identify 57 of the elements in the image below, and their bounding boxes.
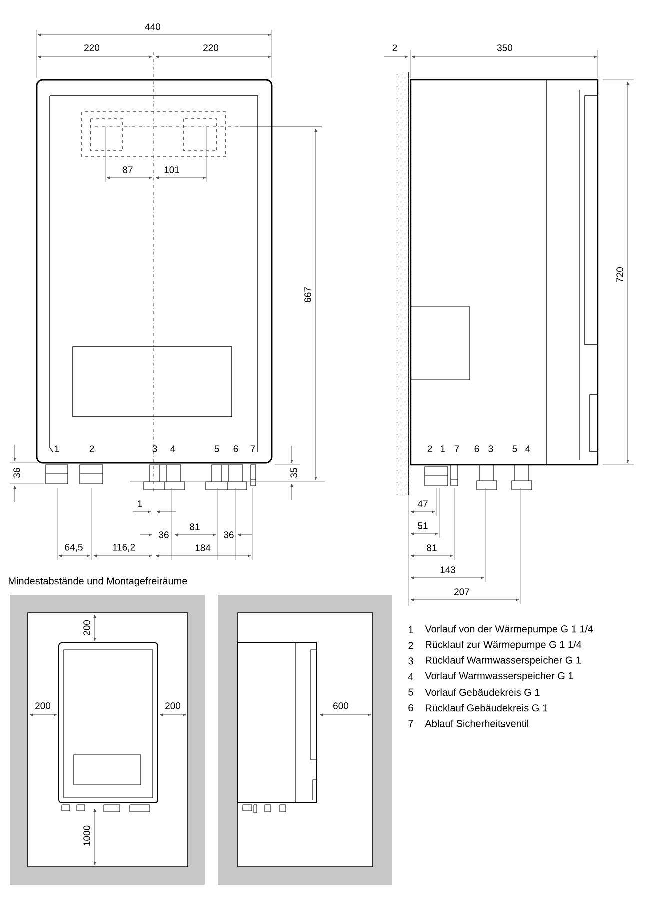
dimension-label: 35: [290, 468, 298, 478]
key-number: 4: [408, 673, 414, 680]
callout-number: 1: [441, 446, 446, 452]
callout-number: 4: [526, 446, 530, 452]
callout-number: 7: [454, 446, 460, 452]
dimension-label: 51: [418, 522, 428, 530]
key-text: Vorlauf Warmwasserspeicher G 1: [425, 672, 574, 682]
callout-number: 6: [474, 446, 480, 452]
dimension-label: 81: [427, 544, 437, 552]
clearance-label: 600: [334, 702, 349, 710]
clearance-label: 200: [84, 620, 90, 636]
clearance-label: 200: [166, 702, 181, 710]
callout-number: 1: [55, 446, 60, 452]
dimension-label: 87: [123, 166, 133, 174]
key-number: 6: [408, 704, 414, 712]
key-text: Vorlauf von der Wärmepumpe G 1 1/4: [425, 625, 594, 635]
dimension-label: 47: [418, 500, 428, 508]
dimension-label: 350: [497, 44, 513, 52]
dimension-label: 101: [164, 166, 180, 174]
key-text: Rücklauf zur Wärmepumpe G 1 1/4: [426, 640, 582, 650]
key-number: 2: [408, 642, 414, 650]
dimension-label: 2: [392, 44, 398, 52]
dimension-label: 143: [440, 566, 456, 574]
dimension-label: 1: [138, 500, 142, 508]
section-heading: Mindestabstände und Montagefreiräume: [9, 577, 188, 587]
dimension-label: 36: [159, 532, 169, 538]
dimension-label: 36: [14, 468, 20, 478]
callout-number: 2: [90, 446, 94, 452]
dimension-label: 64,5: [65, 544, 83, 552]
dimension-label: 81: [190, 524, 200, 530]
dimension-label: 720: [616, 267, 624, 282]
key-text: Ablauf Sicherheitsventil: [425, 720, 528, 728]
dimension-label: 207: [454, 588, 470, 596]
dimension-label: 667: [304, 288, 312, 302]
key-text: Rücklauf Gebäudekreis G 1: [426, 704, 548, 712]
dimension-label: 116,2: [113, 544, 136, 552]
dimension-label: 220: [204, 44, 219, 52]
clearance-label: 1000: [84, 826, 90, 846]
key-number: 1: [408, 626, 414, 634]
dimension-label: 220: [84, 44, 100, 52]
callout-number: 4: [170, 446, 176, 452]
callout-number: 3: [152, 446, 158, 452]
key-number: 3: [408, 658, 414, 665]
dimension-label: 36: [224, 532, 234, 538]
key-number: 7: [408, 720, 414, 728]
clearance-label: 200: [36, 702, 51, 710]
callout-number: 7: [250, 446, 256, 452]
key-number: 5: [408, 688, 414, 696]
key-text: Vorlauf Gebäudekreis G 1: [425, 688, 540, 696]
callout-number: 3: [488, 446, 494, 452]
callout-number: 5: [214, 446, 220, 452]
dimension-label: 440: [145, 24, 161, 30]
dimension-label: 184: [196, 544, 211, 552]
callout-number: 2: [428, 446, 432, 452]
callout-number: 6: [234, 446, 238, 452]
callout-number: 5: [512, 446, 518, 452]
key-text: Rücklauf Warmwasserspeicher G 1: [426, 656, 582, 666]
